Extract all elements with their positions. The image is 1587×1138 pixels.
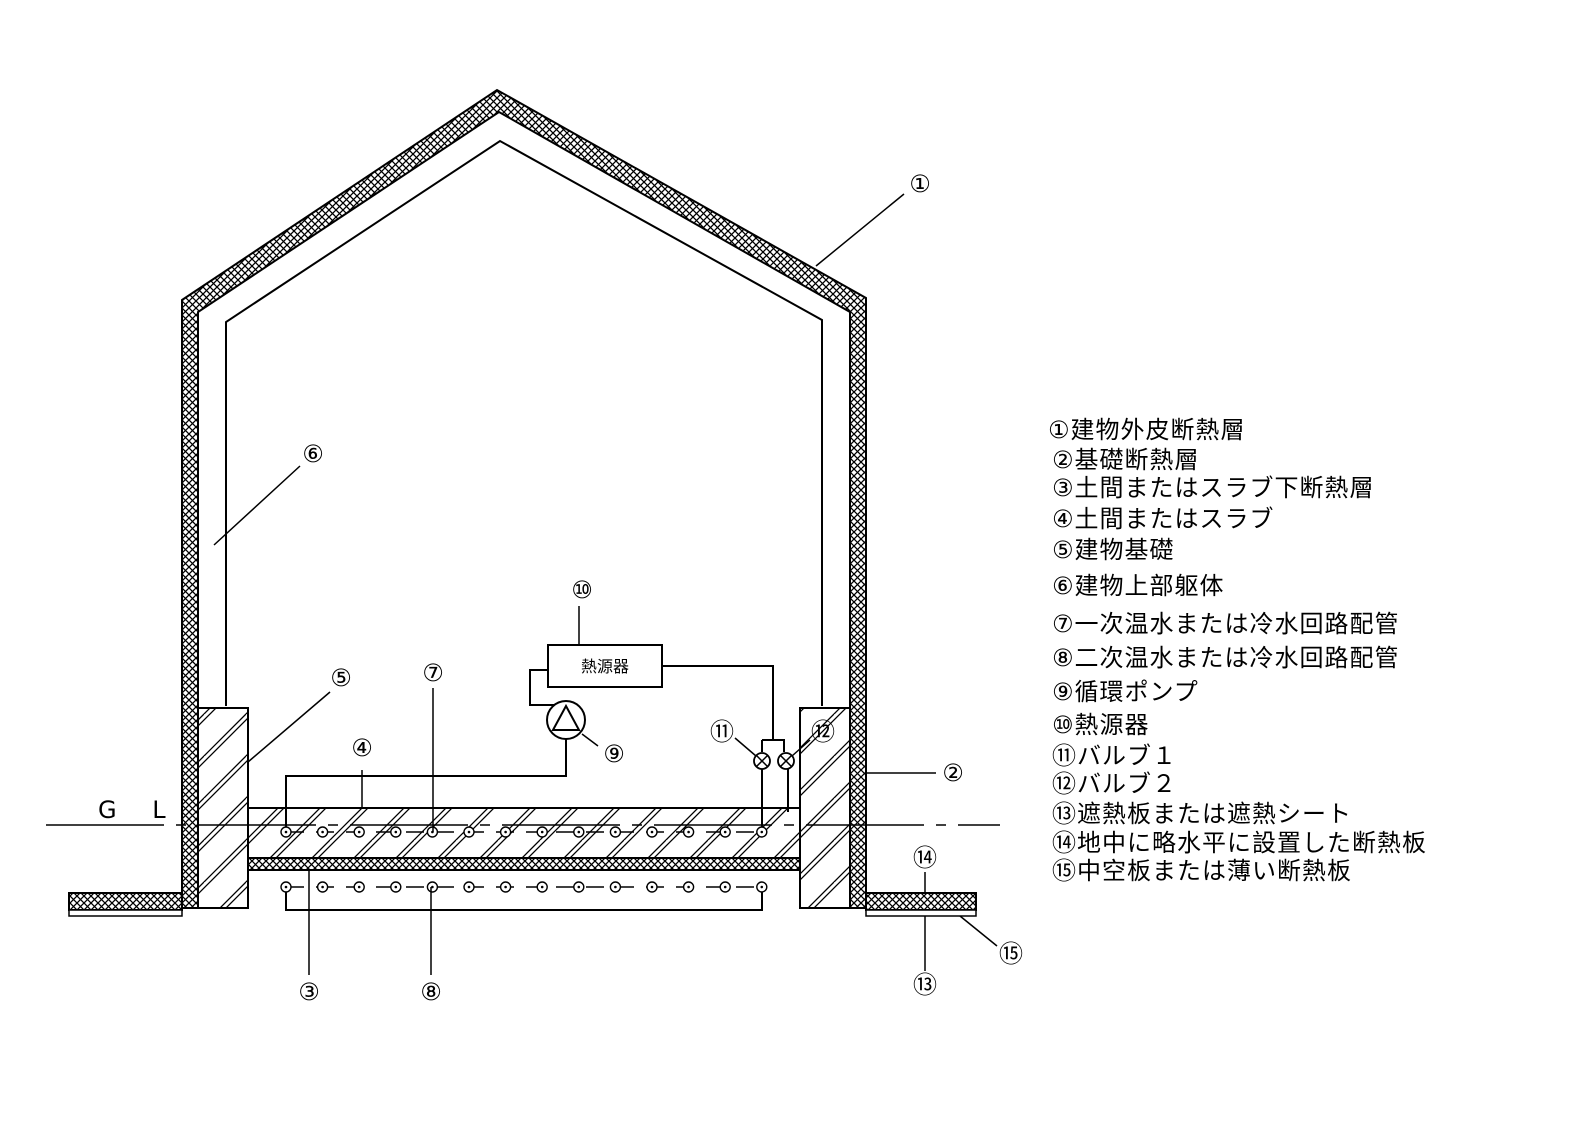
callout-13: ⑬ (913, 971, 937, 999)
pipe-section-center (760, 885, 764, 889)
callout-12: ⑫ (811, 718, 835, 746)
legend-item-15: ⑮中空板または薄い断熱板 (1052, 857, 1352, 885)
callout-14: ⑭ (913, 844, 937, 872)
callout-4: ④ (351, 734, 373, 762)
heat-source-box (547, 644, 663, 688)
legend-item-11: ⑪バルブ１ (1052, 742, 1177, 770)
legend-item-2: ②基礎断熱層 (1052, 446, 1200, 474)
pipe-section-center (723, 885, 727, 889)
circulation-pump (546, 700, 586, 740)
upper-structure (225, 139, 823, 706)
pipe-section-center (760, 830, 764, 834)
legend-item-7: ⑦一次温水または冷水回路配管 (1052, 610, 1400, 638)
legend-item-8: ⑧二次温水または冷水回路配管 (1052, 644, 1400, 672)
pipe-section-center (687, 885, 690, 889)
valve-2 (777, 752, 795, 770)
legend-item-5: ⑤建物基礎 (1052, 536, 1175, 564)
envelope-insulation (181, 88, 867, 909)
legend: ①建物外皮断熱層 ②基礎断熱層 ③土間またはスラブ下断熱層 ④土間またはスラブ … (1048, 416, 1427, 885)
callout-6: ⑥ (302, 440, 324, 468)
pipe-section-center (577, 885, 581, 889)
primary-circuit (285, 665, 789, 833)
secondary-circuit (285, 886, 763, 911)
ground-insulation-right (865, 892, 977, 911)
legend-item-14: ⑭地中に略水平に設置した断熱板 (1052, 829, 1427, 857)
pipe-section-center (284, 885, 288, 889)
pipe-section-center (687, 830, 690, 834)
slab (247, 807, 801, 859)
pipe-section-center (467, 830, 471, 834)
heat-shield-right (865, 909, 977, 917)
pipe-sections (280, 826, 768, 893)
pipe-section-center (614, 885, 617, 889)
under-slab-insulation (247, 857, 801, 871)
callout-10: ⑩ (571, 576, 593, 604)
pipe-section-center (394, 830, 398, 834)
pipe-section-center (467, 885, 471, 889)
callout-2: ② (942, 759, 964, 787)
heat-source-label: 熱源器 (581, 657, 629, 676)
leader-lines (213, 193, 998, 975)
ground-insulation-left (68, 892, 183, 911)
legend-item-9: ⑨循環ポンプ (1052, 678, 1199, 706)
pipe-section-center (650, 885, 654, 889)
pipe-section-center (284, 830, 288, 834)
pipe-section-center (723, 830, 727, 834)
legend-item-13: ⑬遮熱板または遮熱シート (1052, 800, 1352, 828)
pipe-section-center (504, 830, 507, 834)
callout-1: ① (909, 170, 931, 198)
pipe-section-center (357, 885, 361, 889)
pipe-section-center (650, 830, 654, 834)
pipe-section-center (540, 830, 544, 834)
pipe-section-center (614, 830, 617, 834)
pipe-section-center (321, 830, 324, 834)
pipe-section-center (321, 885, 324, 889)
legend-item-12: ⑫バルブ２ (1052, 770, 1177, 798)
legend-item-10: ⑩熱源器 (1052, 711, 1150, 739)
pipe-section-center (357, 830, 361, 834)
callout-5: ⑤ (330, 664, 352, 692)
legend-item-3: ③土間またはスラブ下断熱層 (1052, 474, 1375, 502)
pipe-section-center (540, 885, 544, 889)
pipe-section-center (394, 885, 398, 889)
callout-3: ③ (298, 978, 320, 1006)
foundation-left (197, 707, 249, 909)
callout-15: ⑮ (999, 940, 1023, 968)
pipe-section-center (504, 885, 507, 889)
gl-label: G L (98, 796, 180, 824)
heat-shield-left (68, 909, 183, 917)
legend-item-1: ①建物外皮断熱層 (1048, 416, 1246, 444)
legend-item-4: ④土間またはスラブ (1052, 505, 1275, 533)
callout-9: ⑨ (603, 740, 625, 768)
pipe-section-center (577, 830, 581, 834)
callout-8: ⑧ (420, 978, 442, 1006)
callout-7: ⑦ (422, 659, 444, 687)
legend-item-6: ⑥建物上部躯体 (1052, 572, 1225, 600)
callout-11: ⑪ (710, 718, 734, 746)
valve-1 (753, 752, 771, 770)
